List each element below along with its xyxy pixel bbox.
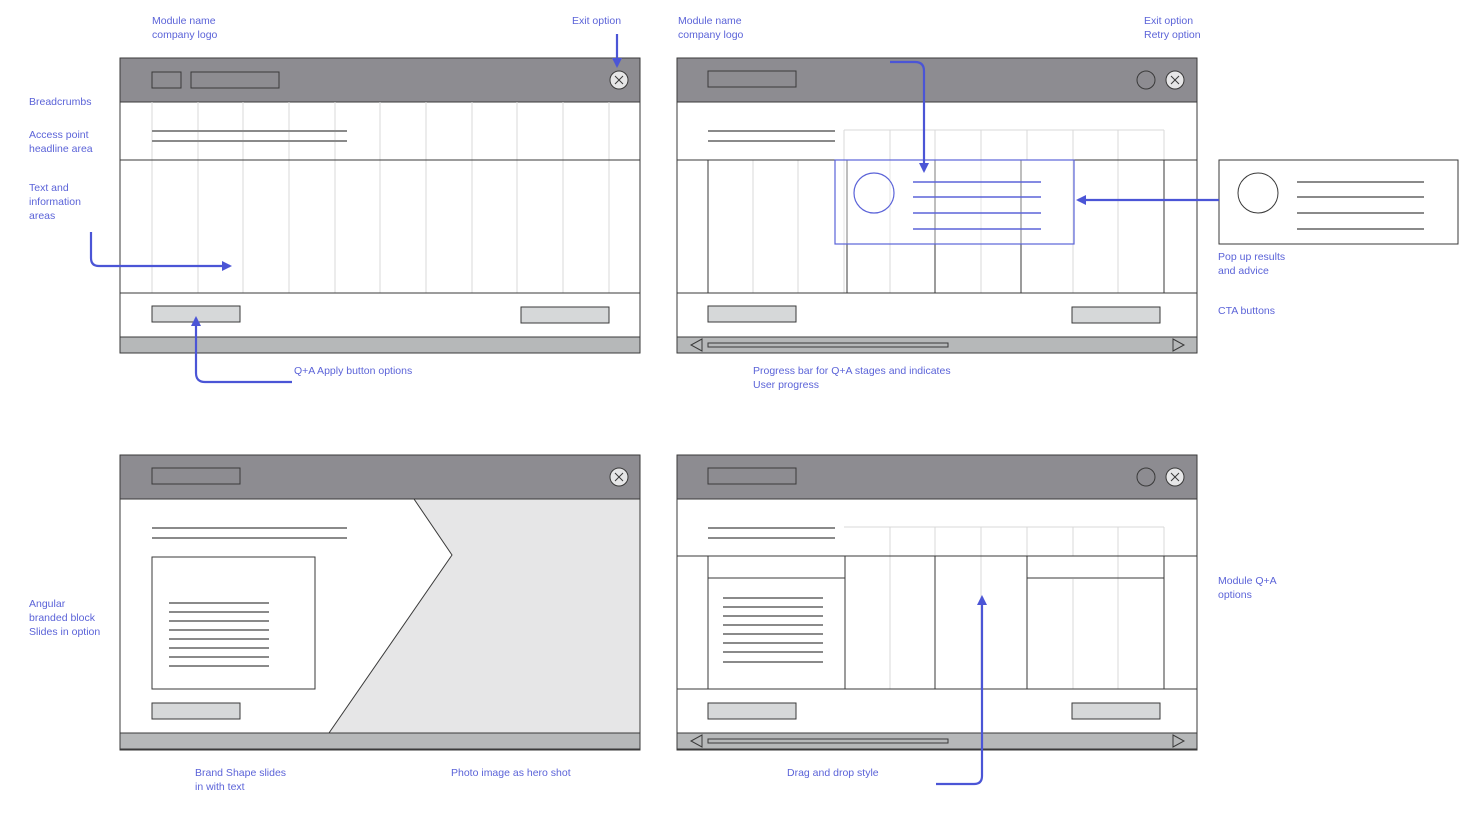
retry-icon[interactable]	[1136, 467, 1156, 487]
arrow-apply	[191, 316, 292, 384]
popup-card[interactable]	[834, 159, 1075, 245]
annotation-drag-drop: Drag and drop style	[787, 767, 879, 779]
window-3	[119, 454, 641, 751]
logo-placeholder	[151, 71, 182, 89]
annotation-cta-buttons: CTA buttons	[1218, 305, 1276, 317]
progress-track[interactable]	[707, 738, 949, 744]
avatar-circle-icon	[1237, 172, 1279, 214]
progress-track[interactable]	[707, 342, 949, 348]
close-icon[interactable]	[609, 70, 629, 90]
annotation-exit-option: Exit option	[572, 15, 622, 27]
module-name-placeholder	[151, 467, 241, 485]
window-1-titlebar	[119, 57, 641, 103]
annotation-text-info: Text and information areas	[29, 182, 81, 222]
grid-columns	[752, 129, 1165, 293]
module-name-placeholder	[707, 70, 797, 88]
progress-footer	[676, 732, 1198, 750]
next-button[interactable]	[520, 306, 610, 324]
next-button[interactable]	[1071, 306, 1161, 324]
annotation-angular-block: Angular branded block Slides in option	[29, 598, 101, 638]
next-button[interactable]	[1071, 702, 1161, 720]
window-4-titlebar	[676, 454, 1198, 500]
window-4	[676, 454, 1198, 751]
back-button[interactable]	[707, 702, 797, 720]
footer-bar	[119, 732, 641, 750]
close-icon[interactable]	[1165, 467, 1185, 487]
annotation-apply-buttons: Q+A Apply button options	[294, 365, 413, 377]
arrow-right-icon[interactable]	[1172, 734, 1186, 748]
window-2-titlebar	[676, 57, 1198, 103]
popup-results-card	[1218, 159, 1459, 245]
module-name-placeholder	[707, 467, 797, 485]
annotation-exit-retry: Exit option Retry option	[1144, 15, 1201, 41]
annotation-module-name-2: Module name company logo	[678, 15, 744, 41]
arrow-popup-top	[890, 60, 929, 173]
close-icon[interactable]	[609, 467, 629, 487]
annotation-module-qa: Module Q+A options	[1218, 575, 1277, 601]
window-3-titlebar	[119, 454, 641, 500]
annotation-breadcrumbs: Breadcrumbs	[29, 96, 92, 108]
progress-footer	[676, 336, 1198, 354]
drag-item-text	[723, 597, 823, 663]
arrow-text-info	[89, 232, 232, 271]
annotation-popup-results: Pop up results and advice	[1218, 251, 1286, 277]
text-block	[151, 556, 316, 690]
cta-button[interactable]	[151, 702, 241, 720]
annotation-photo-hero: Photo image as hero shot	[451, 767, 571, 779]
annotation-progress-bar: Progress bar for Q+A stages and indicate…	[753, 365, 951, 391]
module-name-placeholder	[190, 71, 280, 89]
retry-icon[interactable]	[1136, 70, 1156, 90]
arrow-left-icon[interactable]	[689, 338, 703, 352]
avatar-circle-icon	[853, 172, 895, 214]
grid-columns	[151, 102, 610, 293]
window-1	[119, 57, 641, 354]
close-icon[interactable]	[1165, 70, 1185, 90]
window-2	[676, 57, 1198, 354]
drag-drop-cards[interactable]	[707, 556, 1165, 689]
arrow-right-icon[interactable]	[1172, 338, 1186, 352]
arrow-left-icon[interactable]	[689, 734, 703, 748]
annotation-arrows	[89, 34, 1219, 786]
footer-bar	[119, 336, 641, 354]
annotation-brand-shape: Brand Shape slides in with text	[195, 767, 287, 793]
annotation-module-name: Module name company logo	[152, 15, 218, 41]
arrow-drag-drop	[936, 595, 987, 786]
back-button[interactable]	[707, 305, 797, 323]
annotation-access-point: Access point headline area	[29, 129, 93, 155]
